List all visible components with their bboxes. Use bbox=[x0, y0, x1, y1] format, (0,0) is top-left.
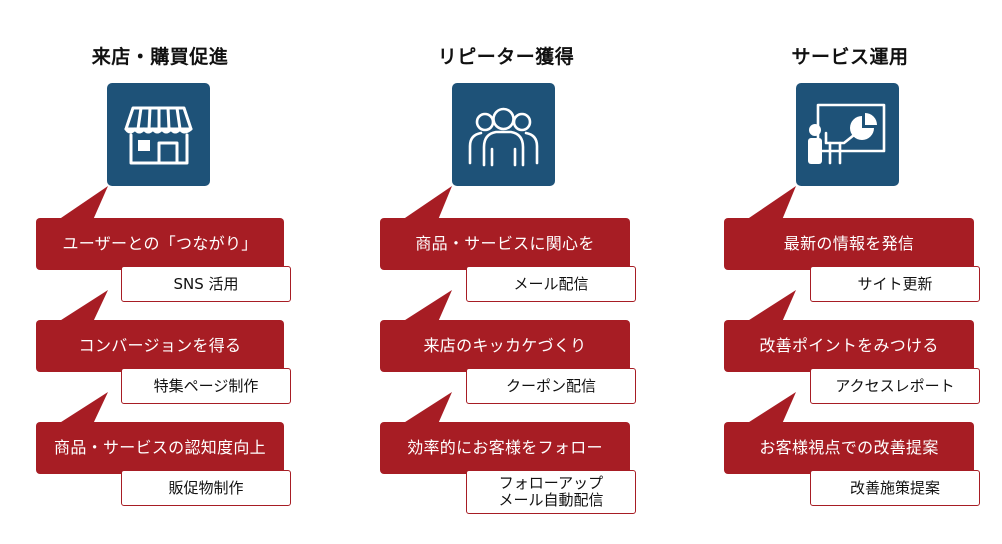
service-box: 販促物制作 bbox=[121, 470, 291, 506]
column-title: 来店・購買促進 bbox=[91, 46, 229, 68]
store-icon bbox=[107, 83, 210, 186]
bubble-tail bbox=[58, 186, 108, 220]
benefit-bubble: 来店のキッカケづくり bbox=[380, 320, 630, 372]
benefit-bubble: 効率的にお客様をフォロー bbox=[380, 422, 630, 474]
bubble-tail bbox=[402, 290, 452, 322]
service-box: フォローアップ メール自動配信 bbox=[466, 470, 636, 514]
column-repeater: リピーター獲得 商品・サービスに関心を メール配信 来店のキッカケづくり クーポ… bbox=[356, 0, 656, 544]
column-title: サービス運用 bbox=[791, 46, 909, 68]
column-title: リピーター獲得 bbox=[437, 46, 575, 68]
service-box: SNS 活用 bbox=[121, 266, 291, 302]
people-group-icon bbox=[452, 83, 555, 186]
bubble-tail bbox=[58, 392, 108, 424]
benefit-bubble: 商品・サービスに関心を bbox=[380, 218, 630, 270]
bubble-tails bbox=[746, 186, 796, 424]
service-box: サイト更新 bbox=[810, 266, 980, 302]
benefit-bubble: 最新の情報を発信 bbox=[724, 218, 974, 270]
service-box: メール配信 bbox=[466, 266, 636, 302]
column-store-promotion: 来店・購買促進 ユーザーとの「つながり」 SNS 活用 コンバージョンを得る 特… bbox=[10, 0, 310, 544]
benefit-bubble: 商品・サービスの認知度向上 bbox=[36, 422, 284, 474]
benefit-bubble: コンバージョンを得る bbox=[36, 320, 284, 372]
bubble-tails bbox=[402, 186, 452, 424]
bubble-tail bbox=[746, 290, 796, 322]
benefit-bubble: お客様視点での改善提案 bbox=[724, 422, 974, 474]
service-box: 改善施策提案 bbox=[810, 470, 980, 506]
column-service-operation: サービス運用 最新の情報を発信 サイト更新 改善ポイントをみつける アクセスレポ… bbox=[700, 0, 1000, 544]
bubble-tail bbox=[58, 290, 108, 322]
service-box: アクセスレポート bbox=[810, 368, 980, 404]
bubble-tail bbox=[402, 186, 452, 220]
bubble-tails bbox=[58, 186, 108, 424]
benefit-bubble: 改善ポイントをみつける bbox=[724, 320, 974, 372]
benefit-bubble: ユーザーとの「つながり」 bbox=[36, 218, 284, 270]
service-box: クーポン配信 bbox=[466, 368, 636, 404]
bubble-tail bbox=[402, 392, 452, 424]
bubble-tail bbox=[746, 392, 796, 424]
service-box: 特集ページ制作 bbox=[121, 368, 291, 404]
bubble-tail bbox=[746, 186, 796, 220]
presentation-report-icon bbox=[796, 83, 899, 186]
